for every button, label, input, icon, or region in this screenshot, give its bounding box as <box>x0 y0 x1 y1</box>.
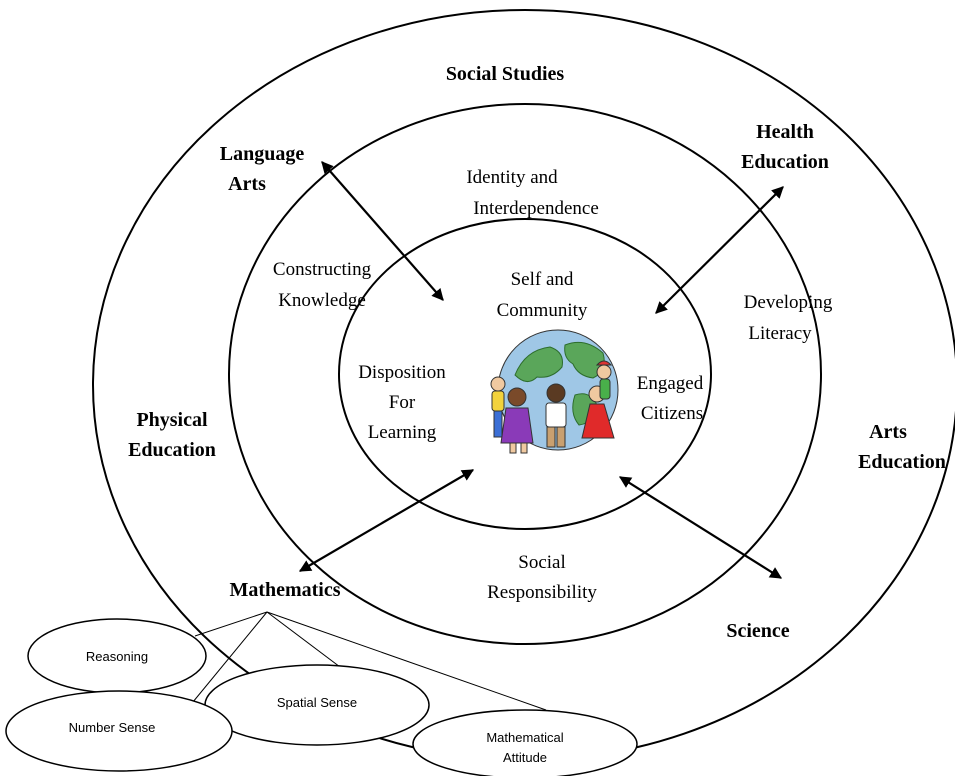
strand-mathematical-attitude-label-line1: Mathematical <box>486 730 563 745</box>
label-physical-education-line2: Education <box>128 439 216 461</box>
arrow-language-arts <box>321 161 444 301</box>
strand-number-sense-ellipse <box>5 690 233 772</box>
label-engaged-line1: Engaged <box>637 373 704 394</box>
label-science: Science <box>726 620 789 642</box>
strand-mathematical-attitude-label-line2: Attitude <box>503 750 547 765</box>
connector-number-sense <box>187 611 268 709</box>
label-social-responsibility-line2: Responsibility <box>487 582 597 603</box>
arrow-mathematics <box>298 469 475 572</box>
label-constructing-line2: Knowledge <box>278 290 366 311</box>
label-identity-line1: Identity and <box>466 167 558 188</box>
label-disposition-line2: For <box>389 392 416 413</box>
label-language-arts-line2: Arts <box>228 173 266 195</box>
globe-with-children-icon <box>490 329 619 454</box>
label-identity-line2: Interdependence <box>473 198 599 219</box>
label-disposition-line3: Learning <box>368 422 437 443</box>
middle-ring <box>228 103 822 645</box>
label-health-education-line1: Health <box>756 121 814 143</box>
label-self-line1: Self and <box>511 269 574 290</box>
label-developing-line2: Literacy <box>748 323 812 344</box>
strand-reasoning-label: Reasoning <box>86 649 148 664</box>
strand-number-sense-label: Number Sense <box>69 720 156 735</box>
label-health-education-line2: Education <box>741 151 829 173</box>
label-constructing-line1: Constructing <box>273 259 372 280</box>
label-social-studies: Social Studies <box>446 63 565 85</box>
label-language-arts-line1: Language <box>220 143 305 165</box>
label-engaged-line2: Citizens <box>641 403 703 424</box>
inner-ring <box>338 218 712 530</box>
label-arts-education-line2: Education <box>858 451 946 473</box>
label-disposition-line1: Disposition <box>358 362 446 383</box>
arrow-science <box>618 476 783 579</box>
connector-reasoning <box>194 611 268 637</box>
connector-mathematical-attitude <box>266 611 547 711</box>
strand-spatial-sense-label: Spatial Sense <box>277 695 357 710</box>
label-physical-education-line1: Physical <box>136 409 208 431</box>
label-self-line2: Community <box>497 300 588 321</box>
label-arts-education-line1: Arts <box>869 421 907 443</box>
label-mathematics: Mathematics <box>229 579 340 601</box>
arrow-health-education <box>655 186 784 314</box>
strand-mathematical-attitude-ellipse <box>412 709 638 776</box>
label-social-responsibility-line1: Social <box>518 552 566 573</box>
label-developing-line1: Developing <box>744 292 833 313</box>
